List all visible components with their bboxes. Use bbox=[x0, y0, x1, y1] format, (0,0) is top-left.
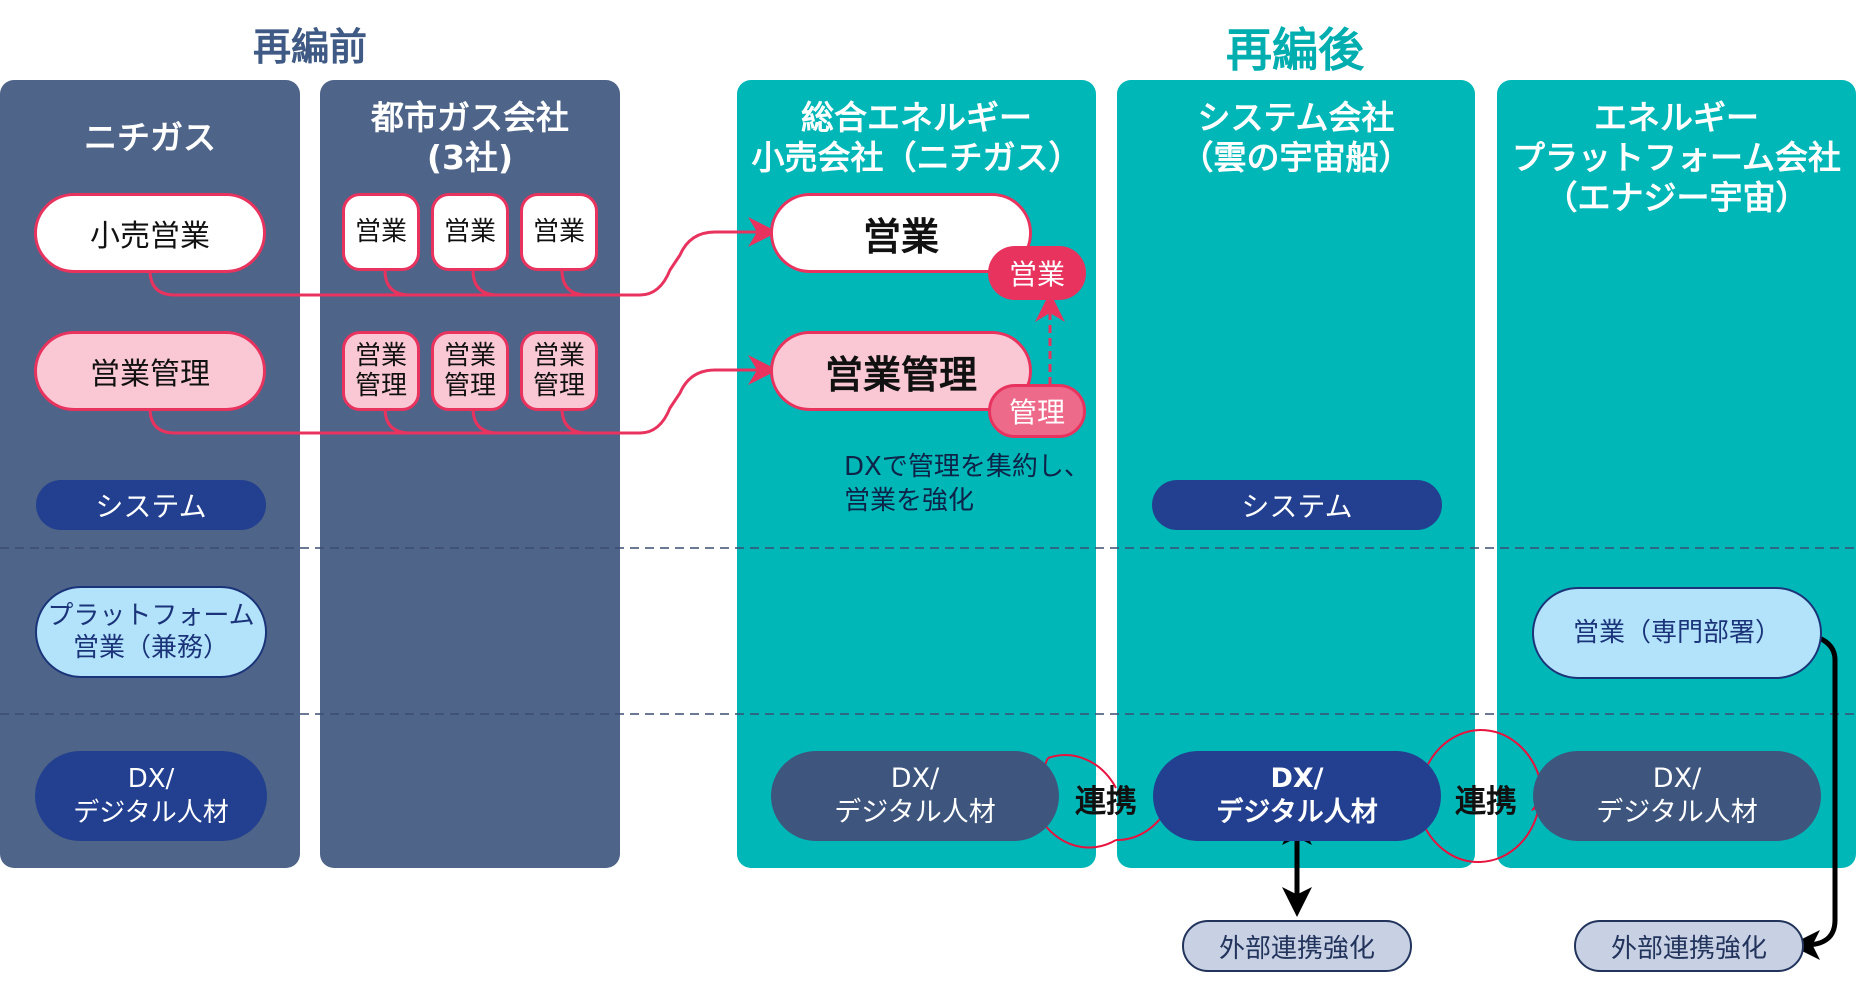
label-line1: 営業 bbox=[532, 341, 585, 371]
city-gas-sales-box: 営業 bbox=[342, 193, 420, 271]
dx-talent-box: DX/ デジタル人材 bbox=[35, 751, 267, 841]
panel-title-line1: エネルギー bbox=[1594, 98, 1759, 137]
system-box: システム bbox=[36, 480, 266, 530]
platform-sales-box: プラットフォーム 営業（兼務） bbox=[35, 586, 267, 678]
panel-title-line2: 小売会社（ニチガス） bbox=[751, 138, 1082, 177]
platform-sales-line2: 営業（兼務） bbox=[72, 633, 229, 663]
dx-line2: デジタル人材 bbox=[1596, 797, 1758, 828]
city-gas-management-box: 営業 管理 bbox=[342, 331, 420, 411]
collaboration-label: 連携 bbox=[1075, 784, 1137, 820]
dx-line1: DX/ bbox=[890, 763, 940, 794]
label-line2: 管理 bbox=[354, 371, 407, 401]
dx-note: DXで管理を集約し、 営業を強化 bbox=[844, 450, 1090, 518]
panel-title-line2: （雲の宇宙船） bbox=[1180, 138, 1412, 177]
label-line2: 管理 bbox=[532, 371, 585, 401]
panel-title: ニチガス bbox=[84, 118, 216, 157]
management-tag: 管理 bbox=[988, 384, 1086, 438]
label-line1: 営業 bbox=[354, 341, 407, 371]
city-gas-sales-box: 営業 bbox=[431, 193, 509, 271]
external-collaboration-box: 外部連携強化 bbox=[1574, 920, 1804, 972]
dx-talent-box: DX/ デジタル人材 bbox=[1533, 751, 1821, 841]
sales-box: 営業 bbox=[770, 193, 1032, 273]
panel-system-company: システム会社 （雲の宇宙船） bbox=[1117, 80, 1475, 868]
heading-before: 再編前 bbox=[252, 25, 367, 69]
retail-sales-box: 小売営業 bbox=[34, 193, 266, 273]
label-line2: 管理 bbox=[443, 371, 496, 401]
city-gas-sales-box: 営業 bbox=[520, 193, 598, 271]
note-line2: 営業を強化 bbox=[844, 486, 975, 516]
label-line1: 営業 bbox=[443, 341, 496, 371]
external-collaboration-box: 外部連携強化 bbox=[1182, 920, 1412, 972]
sales-dept-box: 営業（専門部署） bbox=[1532, 587, 1822, 679]
panel-title-line3: （エナジー宇宙） bbox=[1544, 178, 1809, 217]
panel-title-line1: システム会社 bbox=[1197, 98, 1395, 137]
dx-line1: DX/ bbox=[1652, 763, 1702, 794]
panel-title-line2: (3社) bbox=[426, 138, 514, 177]
management-flow-connector bbox=[148, 355, 778, 435]
note-line1: DXで管理を集約し、 bbox=[844, 452, 1090, 482]
dx-line2: デジタル人材 bbox=[1216, 797, 1378, 828]
sales-management-box: 営業管理 bbox=[34, 331, 266, 411]
panel-title-line1: 都市ガス会社 bbox=[371, 98, 569, 137]
panel-title-line1: 総合エネルギー bbox=[801, 98, 1032, 137]
panel-title-line2: プラットフォーム会社 bbox=[1511, 138, 1841, 177]
collaboration-label: 連携 bbox=[1455, 784, 1517, 820]
dx-talent-box-core: DX/ デジタル人材 bbox=[1153, 751, 1441, 841]
dx-line2: デジタル人材 bbox=[834, 797, 996, 828]
sales-management-box: 営業管理 bbox=[770, 331, 1032, 411]
system-box: システム bbox=[1152, 480, 1442, 530]
platform-sales-line1: プラットフォーム bbox=[47, 601, 255, 631]
dx-line2: デジタル人材 bbox=[73, 798, 229, 828]
dx-line1: DX/ bbox=[1270, 763, 1324, 794]
city-gas-management-box: 営業 管理 bbox=[431, 331, 509, 411]
city-gas-management-box: 営業 管理 bbox=[520, 331, 598, 411]
dx-line1: DX/ bbox=[127, 764, 175, 794]
heading-after: 再編後 bbox=[1226, 23, 1364, 77]
sales-flow-connector bbox=[148, 217, 778, 297]
panel-platform-company: エネルギー プラットフォーム会社 （エナジー宇宙） bbox=[1497, 80, 1856, 868]
dx-talent-box: DX/ デジタル人材 bbox=[771, 751, 1059, 841]
sales-tag: 営業 bbox=[988, 246, 1086, 300]
